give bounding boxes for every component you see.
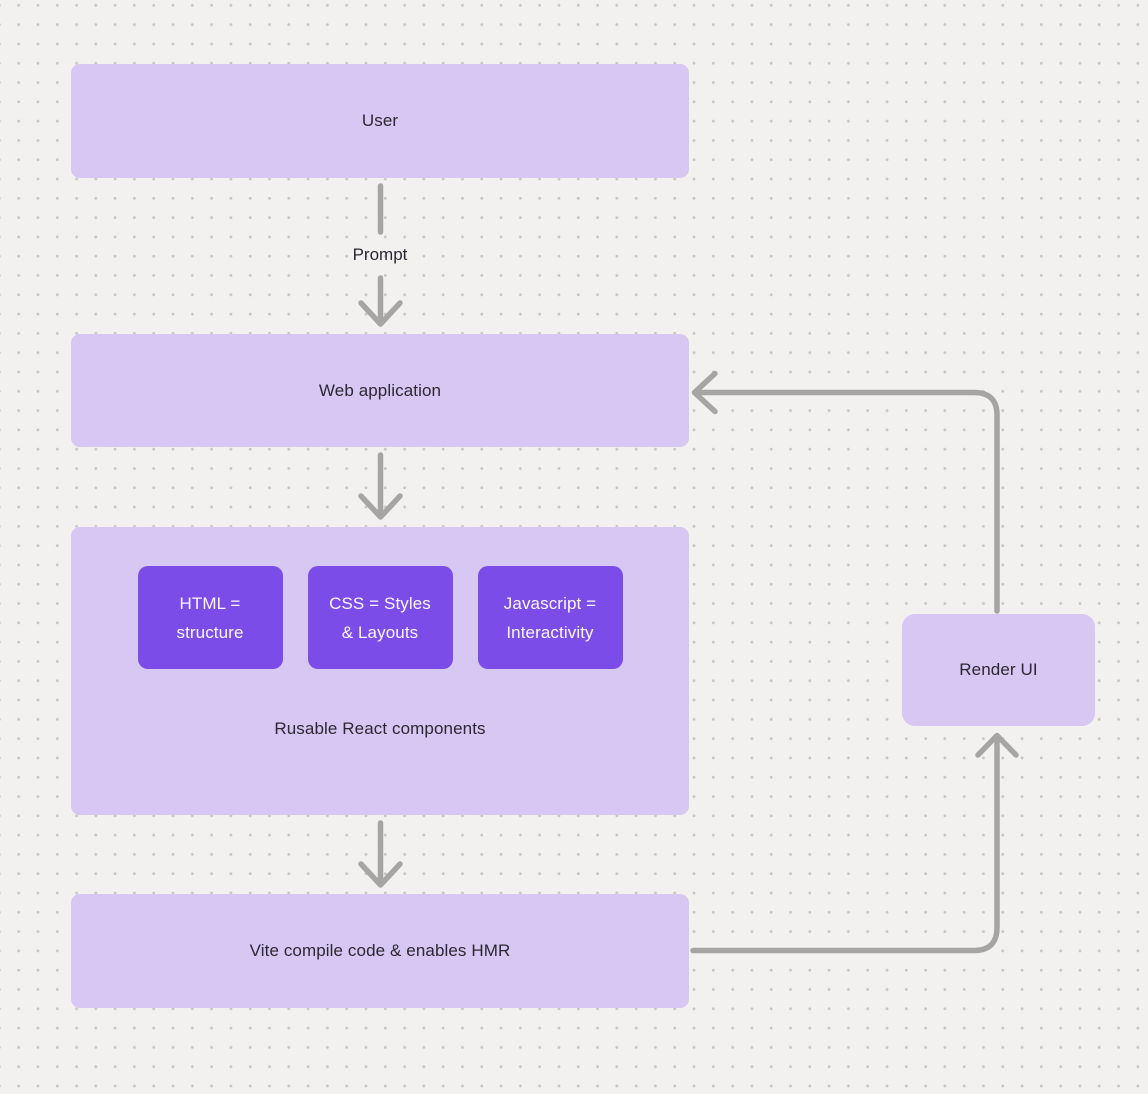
- css-chip-line1: CSS = Styles: [329, 593, 431, 613]
- connector-render-web[interactable]: [691, 370, 1000, 614]
- node-user[interactable]: User: [71, 64, 689, 178]
- node-css-chip[interactable]: CSS = Styles & Layouts: [307, 566, 453, 669]
- components-chip-row: HTML = structure CSS = Styles & Layouts …: [71, 566, 689, 669]
- components-caption: Rusable React components: [274, 719, 486, 738]
- html-chip-line1: HTML =: [179, 593, 241, 613]
- javascript-chip-line1: Javascript =: [503, 593, 597, 613]
- node-components-group[interactable]: HTML = structure CSS = Styles & Layouts …: [71, 527, 689, 815]
- css-chip-line2: & Layouts: [341, 622, 419, 642]
- node-user-label: User: [361, 111, 399, 130]
- connector-label-prompt[interactable]: Prompt: [352, 245, 408, 264]
- connector-vite-render[interactable]: [690, 732, 1019, 954]
- connector-web-components[interactable]: [358, 452, 403, 520]
- javascript-chip-line2: Interactivity: [506, 622, 594, 642]
- node-render-ui-label: Render UI: [959, 660, 1038, 679]
- node-html-chip[interactable]: HTML = structure: [137, 566, 283, 669]
- node-web-application[interactable]: Web application: [71, 334, 689, 447]
- node-vite-label: Vite compile code & enables HMR: [249, 941, 511, 960]
- node-vite[interactable]: Vite compile code & enables HMR: [71, 894, 689, 1008]
- node-render-ui[interactable]: Render UI: [902, 614, 1095, 726]
- connector-components-vite[interactable]: [358, 820, 403, 888]
- node-web-application-label: Web application: [318, 380, 442, 400]
- html-chip-line2: structure: [176, 622, 244, 642]
- node-javascript-chip[interactable]: Javascript = Interactivity: [477, 566, 623, 669]
